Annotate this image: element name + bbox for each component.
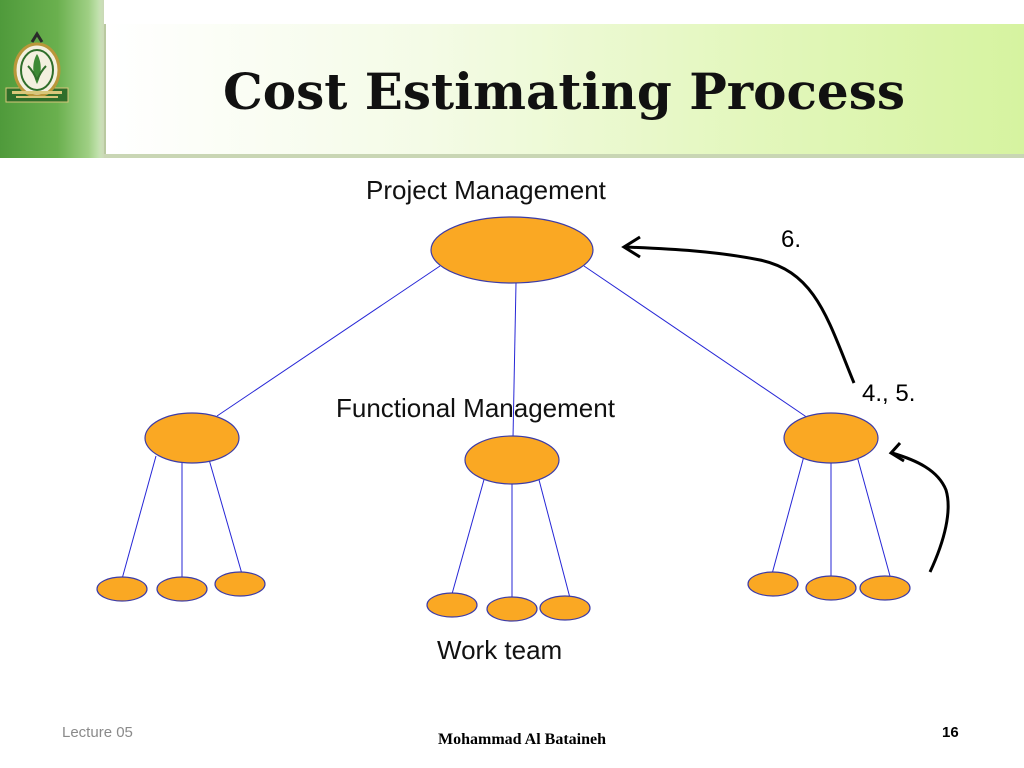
node-work-right-2 (805, 575, 857, 601)
label-functional-management: Functional Management (336, 393, 615, 423)
edge-left-1 (121, 455, 157, 580)
step-label-lower: 4., 5. (862, 380, 916, 407)
node-functional-left (144, 412, 240, 464)
page-number: 16 (942, 724, 959, 741)
node-functional-right (783, 412, 879, 464)
edge-right-3 (856, 455, 891, 577)
edge-top-middle (512, 282, 517, 439)
edge-mid-3 (537, 475, 571, 599)
node-work-mid-3 (539, 595, 591, 621)
arrow-lower-icon (891, 451, 950, 573)
page-title: Cost Estimating Process (222, 62, 906, 121)
node-work-right-1 (747, 571, 799, 597)
arrow-upper-head (621, 235, 641, 259)
node-work-left-1 (96, 576, 148, 602)
node-work-mid-2 (486, 596, 538, 622)
label-work-team: Work team (437, 635, 563, 665)
node-work-left-3 (214, 571, 266, 597)
edge-right-1 (771, 455, 805, 575)
step-label-upper: 6. (781, 226, 802, 253)
node-work-right-3 (859, 575, 911, 601)
logo-panel (0, 0, 104, 158)
footer-author: Mohammad Al Bataineh (438, 731, 607, 748)
node-functional-middle (464, 435, 560, 485)
university-crest-icon (5, 31, 69, 103)
node-project-management (430, 216, 594, 284)
footer-lecture: Lecture 05 (62, 724, 133, 741)
node-work-left-2 (156, 576, 208, 602)
edge-top-right (583, 265, 809, 419)
node-work-mid-1 (426, 592, 478, 618)
edge-mid-1 (451, 475, 486, 595)
edge-top-left (216, 265, 441, 417)
arrow-lower-head (888, 441, 905, 463)
edge-left-3 (207, 455, 243, 575)
label-project-management: Project Management (366, 175, 606, 205)
title-banner (104, 24, 1024, 154)
arrow-upper-icon (625, 245, 856, 384)
